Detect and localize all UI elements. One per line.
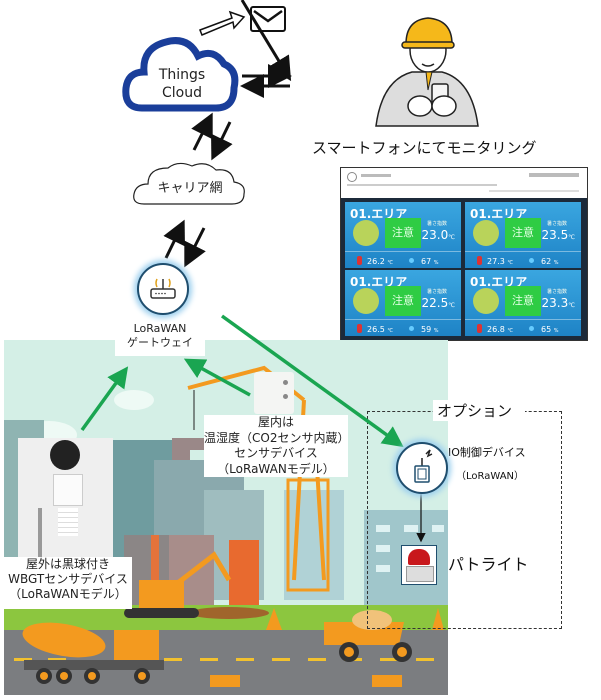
indoor-sensor-line1: 屋内は: [257, 415, 294, 429]
carrier-network-cloud: [133, 162, 245, 205]
area-name: 01.エリア: [350, 275, 408, 289]
outdoor-sensor-line2: WBGTセンサデバイス: [8, 572, 128, 586]
indoor-sensor-line2: 温湿度（CO2センサ内蔵）: [204, 430, 350, 445]
heat-index-label: 暑さ指数: [547, 289, 568, 295]
dashboard-header: [341, 168, 587, 198]
outdoor-sensor-line1: 屋外は黒球付き: [25, 557, 110, 571]
temperature-value: 26.8 ℃: [487, 325, 513, 334]
indoor-sensor-device-image: [254, 372, 294, 414]
arrow-carrier-to-cloud: [191, 112, 213, 151]
humidity-value: 65 %: [541, 325, 559, 334]
heat-index-label: 暑さ指数: [427, 289, 448, 295]
thermometer-icon: [357, 324, 362, 333]
status-badge: 注意: [385, 218, 421, 248]
patlite-label: パトライト: [448, 555, 529, 574]
heat-index-label: 暑さ指数: [427, 221, 448, 227]
status-badge: 注意: [385, 286, 421, 316]
indoor-sensor-line3: センサデバイス: [234, 446, 318, 461]
area-name: 01.エリア: [470, 275, 528, 289]
email-icon: [250, 6, 286, 32]
arrow-cloud-to-carrier: [211, 121, 233, 161]
mixer-truck: [22, 622, 164, 684]
face-status-icon: [473, 288, 499, 314]
things-cloud: [122, 37, 239, 112]
monitoring-label: スマートフォンにてモニタリング: [312, 139, 537, 157]
carrier-network-label: キャリア網: [157, 181, 223, 196]
io-device-label-line1: IO制御デバイス: [448, 446, 526, 459]
temperature-value: 27.3 ℃: [487, 257, 513, 266]
gateway-label-line2: ゲートウェイ: [127, 336, 193, 349]
option-title: オプション: [433, 400, 525, 421]
face-status-icon: [353, 288, 379, 314]
humidity-icon: [529, 326, 534, 331]
humidity-value: 67 %: [421, 257, 439, 266]
worker-with-smartphone-illustration: [375, 17, 479, 127]
tile-footer: [465, 319, 581, 336]
temperature-value: 26.5 ℃: [367, 325, 393, 334]
cloud-label-line2: Cloud: [162, 85, 202, 101]
io-control-device-icon: [396, 442, 448, 494]
heat-index-value: 23.5℃: [541, 228, 575, 242]
status-badge: 注意: [505, 286, 541, 316]
humidity-value: 59 %: [421, 325, 439, 334]
outdoor-sensor-line3: （LoRaWANモデル）: [9, 587, 127, 601]
temperature-value: 26.2 ℃: [367, 257, 393, 266]
arrow-gateway-to-carrier: [163, 219, 185, 259]
tile-footer: [465, 251, 581, 268]
patlite-image: [401, 545, 437, 585]
arrow-carrier-to-gateway: [184, 227, 206, 268]
io-device-label-line2: （LoRaWAN）: [456, 471, 525, 482]
humidity-icon: [529, 258, 534, 263]
humidity-value: 62 %: [541, 257, 559, 266]
thermometer-icon: [477, 256, 482, 265]
cloud-label-line1: Things: [158, 67, 206, 83]
area-name: 01.エリア: [350, 207, 408, 221]
heat-index-value: 23.3℃: [541, 296, 575, 310]
heat-index-value: 22.5℃: [421, 296, 455, 310]
tile-footer: [345, 319, 461, 336]
status-badge: 注意: [505, 218, 541, 248]
face-status-icon: [353, 220, 379, 246]
thermometer-icon: [357, 256, 362, 265]
outdoor-wbgt-sensor-image: [18, 438, 113, 558]
area-name: 01.エリア: [470, 207, 528, 221]
gateway-label-line1: LoRaWAN: [133, 322, 187, 335]
heat-index-value: 23.0℃: [421, 228, 455, 242]
humidity-icon: [409, 326, 414, 331]
thermometer-icon: [477, 324, 482, 333]
tile-footer: [345, 251, 461, 268]
indoor-sensor-line4: （LoRaWANモデル）: [217, 461, 335, 476]
face-status-icon: [473, 220, 499, 246]
heat-index-label: 暑さ指数: [547, 221, 568, 227]
humidity-icon: [409, 258, 414, 263]
gateway-icon: [137, 263, 189, 315]
